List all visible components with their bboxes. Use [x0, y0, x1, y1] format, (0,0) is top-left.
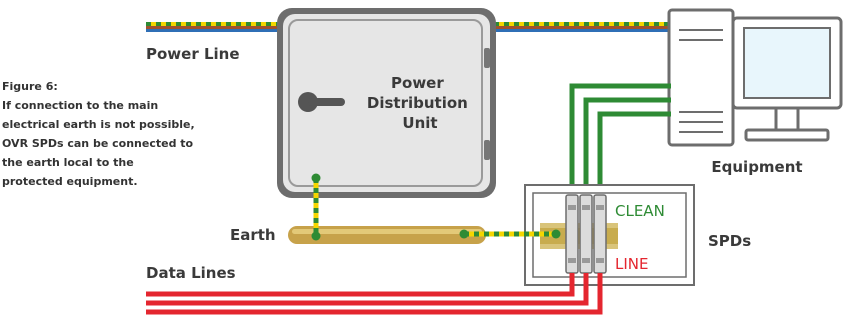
- line-label: LINE: [615, 255, 648, 273]
- equipment-label: Equipment: [711, 158, 802, 176]
- clean-label: CLEAN: [615, 202, 665, 220]
- power-line-right: [494, 22, 670, 32]
- figure-caption: Figure 6: If connection to the main elec…: [2, 80, 198, 188]
- data-lines-label: Data Lines: [146, 264, 236, 282]
- earth-conductor-spd: [459, 229, 561, 239]
- earth-bar: [288, 226, 486, 244]
- power-distribution-unit: [277, 8, 496, 198]
- earth-conductor-pdu: [311, 173, 321, 241]
- pdu-label: Power Distribution Unit: [367, 74, 473, 132]
- spd-module: [579, 194, 593, 274]
- spds-label: SPDs: [708, 232, 751, 250]
- computer-tower-icon: [667, 8, 735, 147]
- power-line-left: [146, 22, 282, 32]
- spd-module: [593, 194, 607, 274]
- monitor-icon: [731, 16, 843, 142]
- door-handle-icon: [298, 92, 345, 112]
- data-lines: [146, 273, 603, 315]
- power-line-label: Power Line: [146, 45, 240, 63]
- spd-module: [565, 194, 579, 274]
- clean-lines: [569, 83, 671, 198]
- earth-label: Earth: [230, 226, 276, 244]
